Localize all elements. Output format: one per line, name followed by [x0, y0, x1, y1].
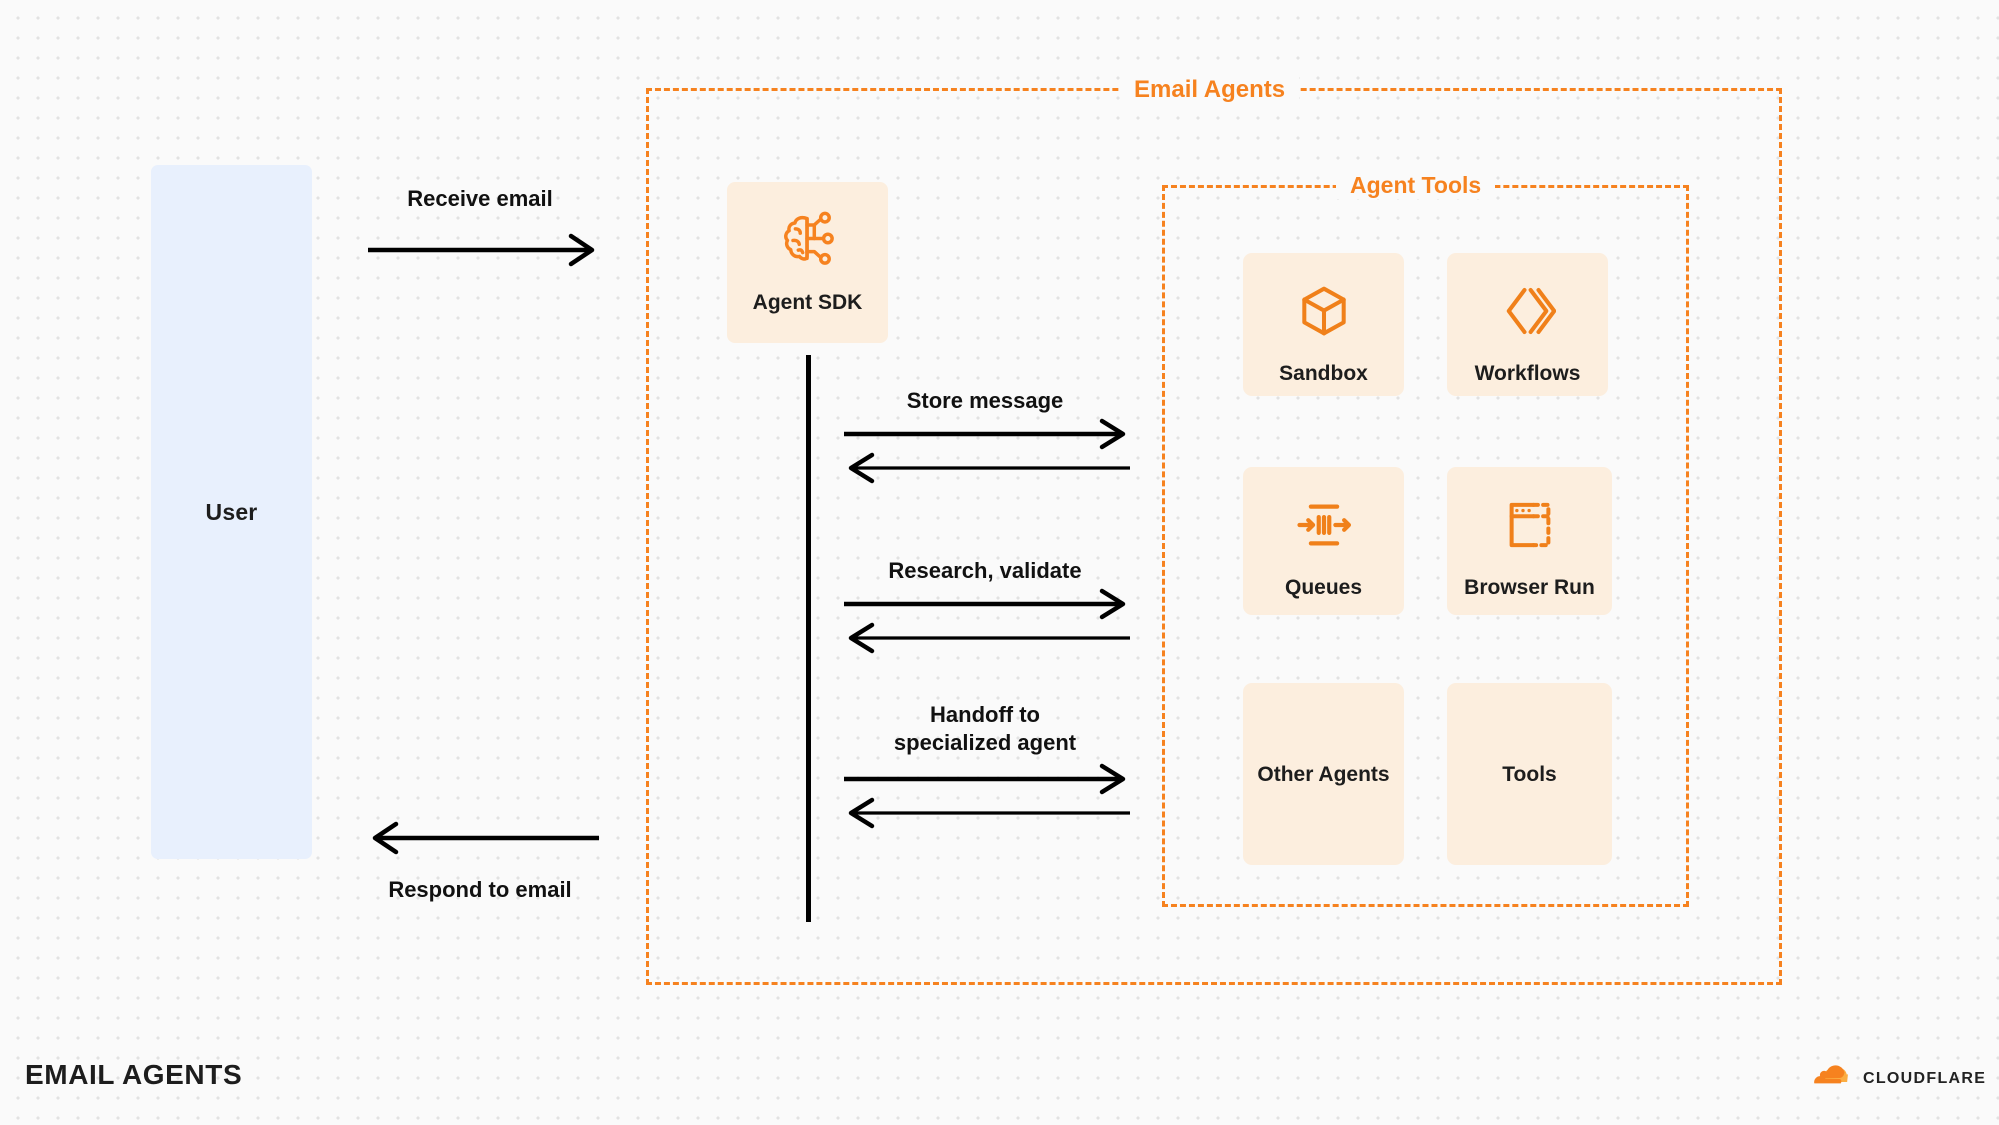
flow-arrow-research-validate-return	[848, 622, 1130, 654]
flow-arrow-respond-to-email	[372, 821, 599, 855]
tool-card-sandbox[interactable]: Sandbox	[1243, 253, 1404, 396]
tool-label-tools: Tools	[1502, 762, 1557, 786]
cloudflare-cloud-icon	[1812, 1065, 1854, 1092]
flow-arrow-research-validate-forward	[844, 588, 1126, 620]
tool-label-browser-run: Browser Run	[1464, 576, 1595, 599]
user-label: User	[205, 498, 258, 525]
email-agents-group-label: Email Agents	[1120, 76, 1300, 104]
tool-card-browser-run[interactable]: Browser Run	[1447, 467, 1612, 615]
cloudflare-logo: CLOUDFLARE	[1812, 1065, 1986, 1092]
agent-sdk-lifeline	[806, 355, 811, 922]
flow-label-handoff: Handoff to specialized agent	[893, 702, 1077, 755]
flow-label-research-validate: Research, validate	[888, 558, 1082, 583]
flow-arrow-store-message-return	[848, 452, 1130, 484]
tool-label-workflows: Workflows	[1474, 362, 1581, 385]
flow-label-receive-email: Receive email	[407, 186, 553, 211]
tool-card-other-agents[interactable]: Other Agents	[1243, 683, 1404, 865]
tool-label-sandbox: Sandbox	[1279, 362, 1368, 385]
browser-window-icon	[1502, 497, 1558, 558]
flow-label-respond-to-email: Respond to email	[388, 877, 572, 902]
flow-arrow-handoff-return	[848, 797, 1130, 829]
cube-icon	[1296, 283, 1352, 344]
brain-circuit-icon	[777, 208, 839, 275]
agent-sdk-label: Agent SDK	[752, 291, 863, 314]
cloudflare-wordmark: CLOUDFLARE	[1863, 1069, 1987, 1087]
flow-label-store-message: Store message	[906, 388, 1064, 413]
page-title: EMAIL AGENTS	[25, 1059, 243, 1090]
flow-arrow-store-message-forward	[844, 418, 1126, 450]
chevrons-icon	[1500, 283, 1556, 344]
tool-card-queues[interactable]: Queues	[1243, 467, 1404, 615]
tool-label-other-agents: Other Agents	[1257, 762, 1390, 786]
user-actor-box: User	[151, 165, 312, 859]
agent-tools-group-label: Agent Tools	[1336, 172, 1496, 199]
queue-arrows-icon	[1296, 497, 1352, 558]
tool-label-queues: Queues	[1284, 576, 1363, 599]
agent-sdk-card[interactable]: Agent SDK	[727, 182, 888, 343]
flow-arrow-handoff-forward	[844, 763, 1126, 795]
tool-card-tools[interactable]: Tools	[1447, 683, 1612, 865]
flow-arrow-receive-email	[368, 233, 595, 267]
tool-card-workflows[interactable]: Workflows	[1447, 253, 1608, 396]
